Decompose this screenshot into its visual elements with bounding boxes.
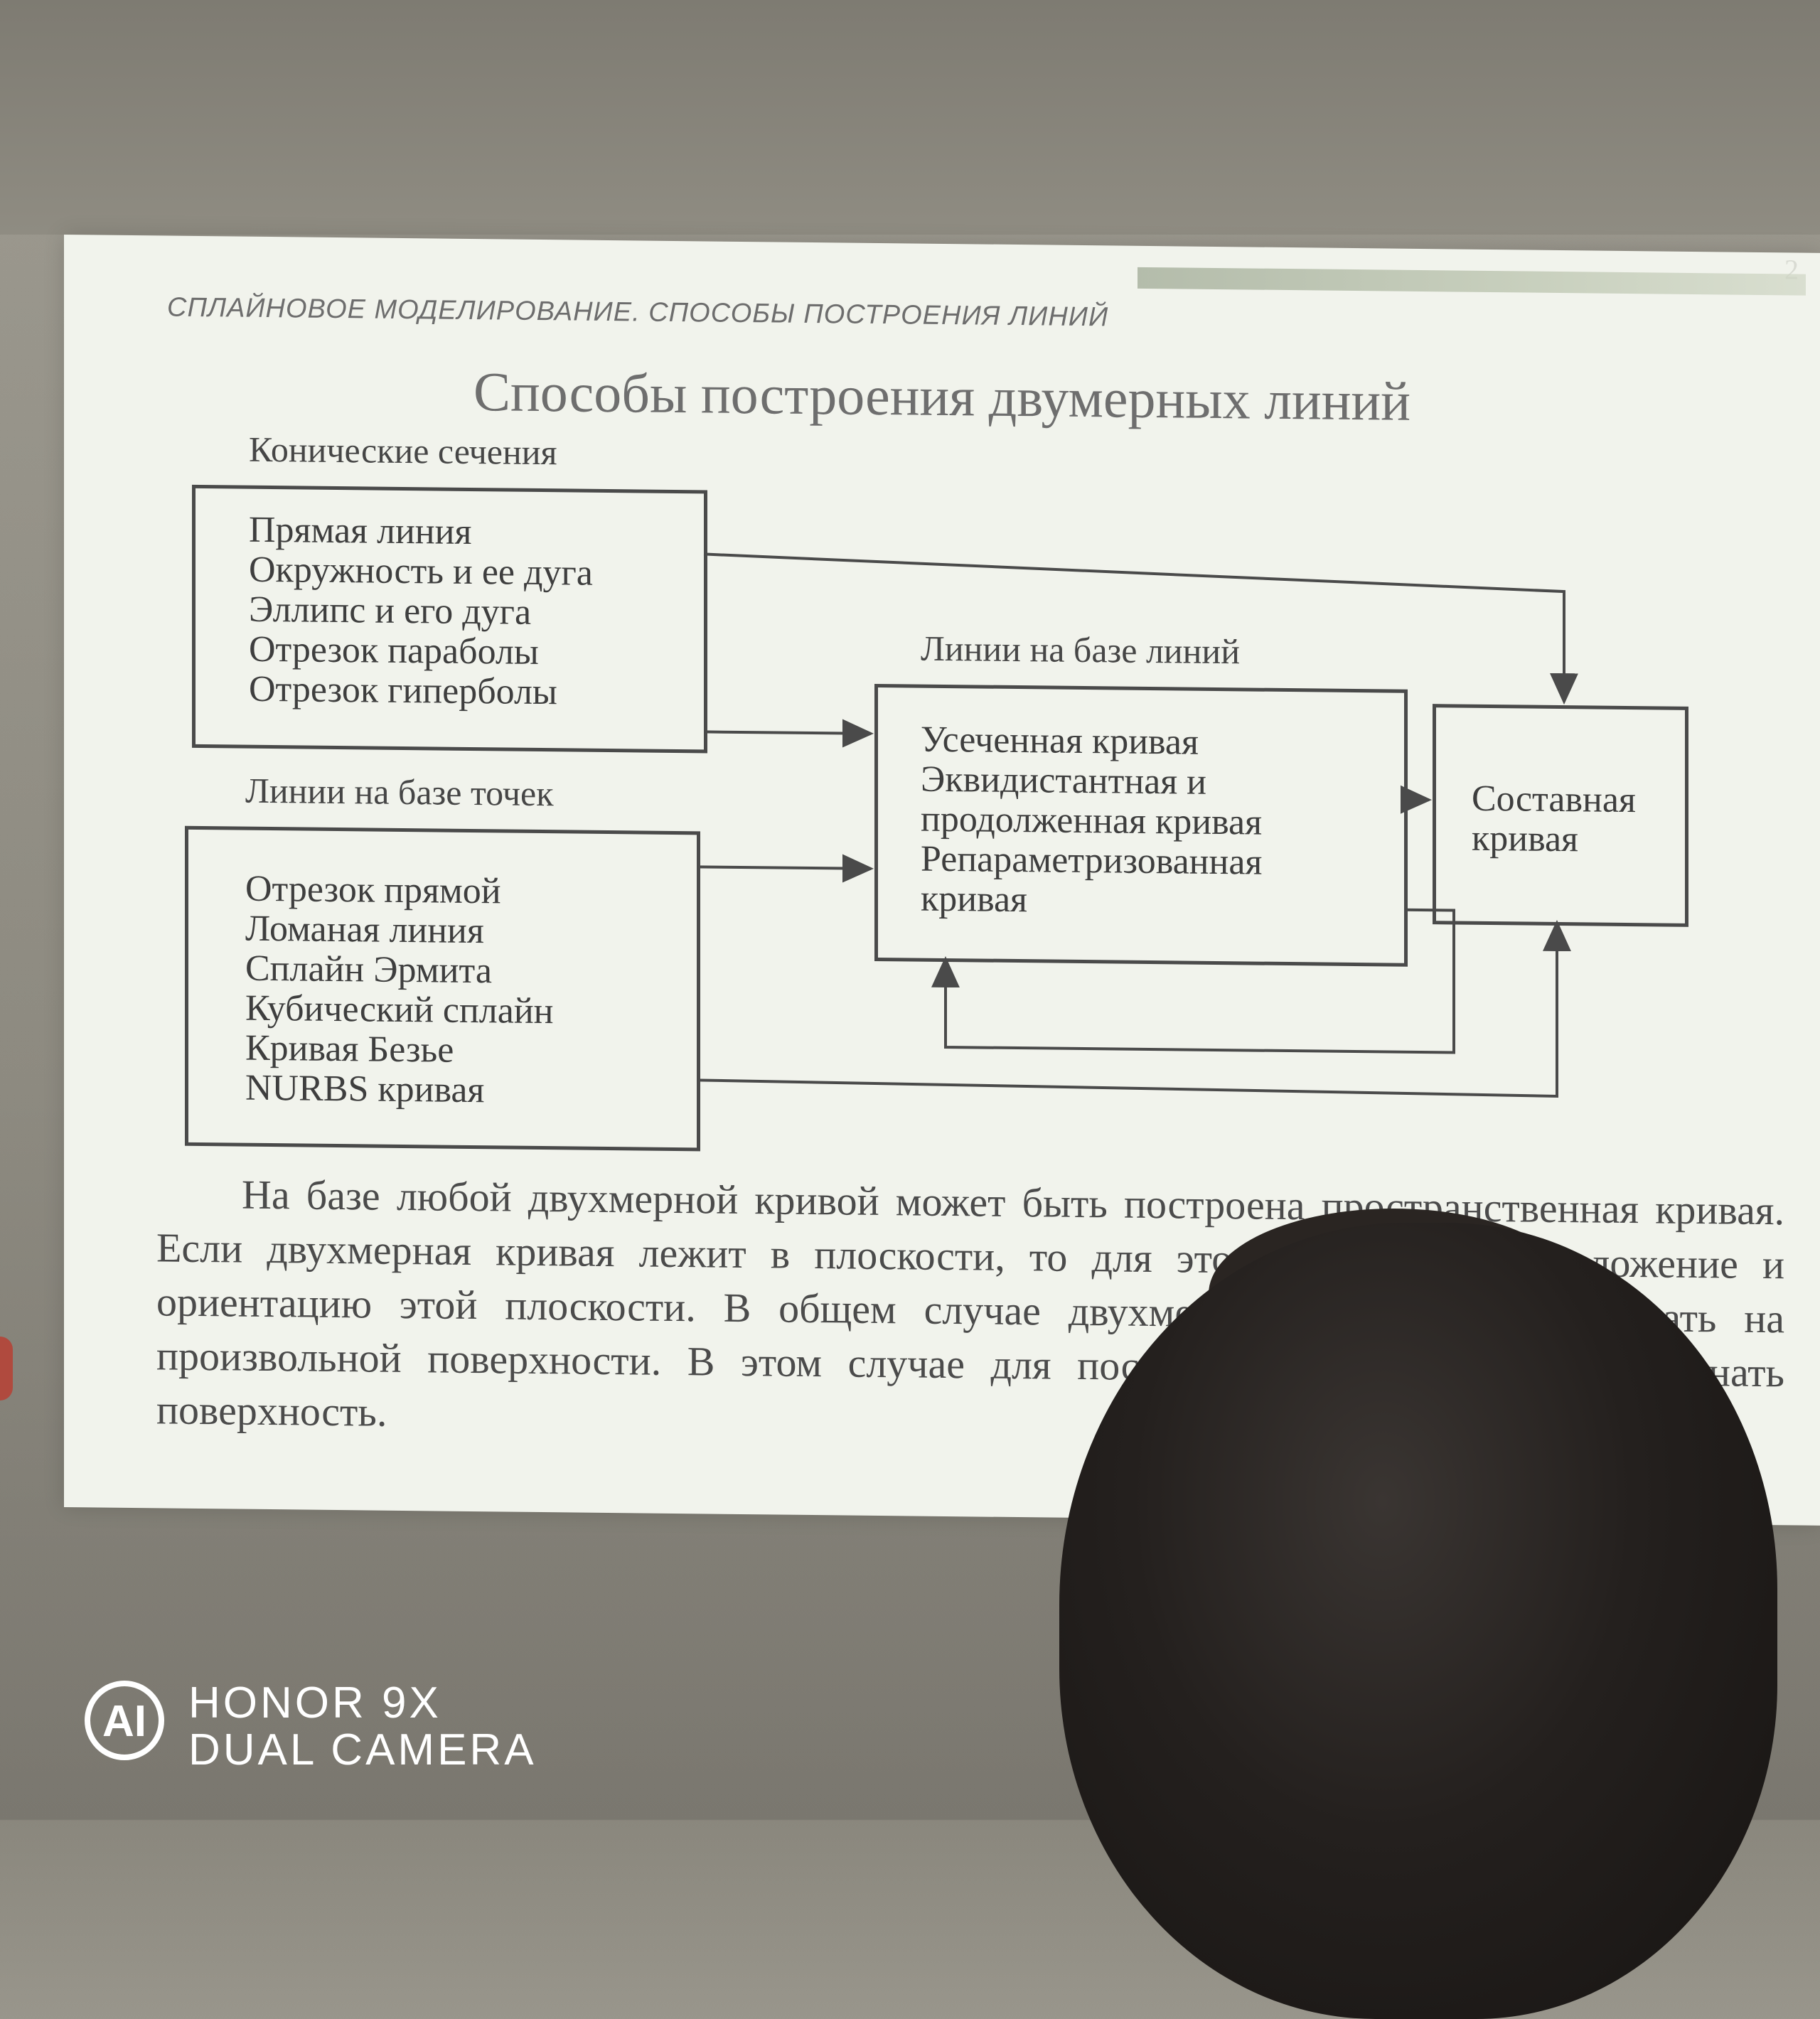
person-head: [1059, 1223, 1777, 2019]
arrow-conic-to-composite: [704, 554, 1564, 702]
arrow-conic-to-lines: [704, 732, 871, 733]
logo-text: AI: [102, 1697, 146, 1746]
arrow-lines-loop: [946, 905, 1454, 1052]
honor-ai-logo-icon: AI: [82, 1678, 167, 1763]
watermark-camera: DUAL CAMERA: [188, 1725, 537, 1775]
red-object-edge: [0, 1337, 13, 1401]
arrow-points-to-composite: [697, 914, 1557, 1096]
arrow-points-to-lines: [697, 867, 871, 869]
wall-background: [0, 0, 1820, 235]
watermark-model: HONOR 9X: [188, 1678, 441, 1728]
